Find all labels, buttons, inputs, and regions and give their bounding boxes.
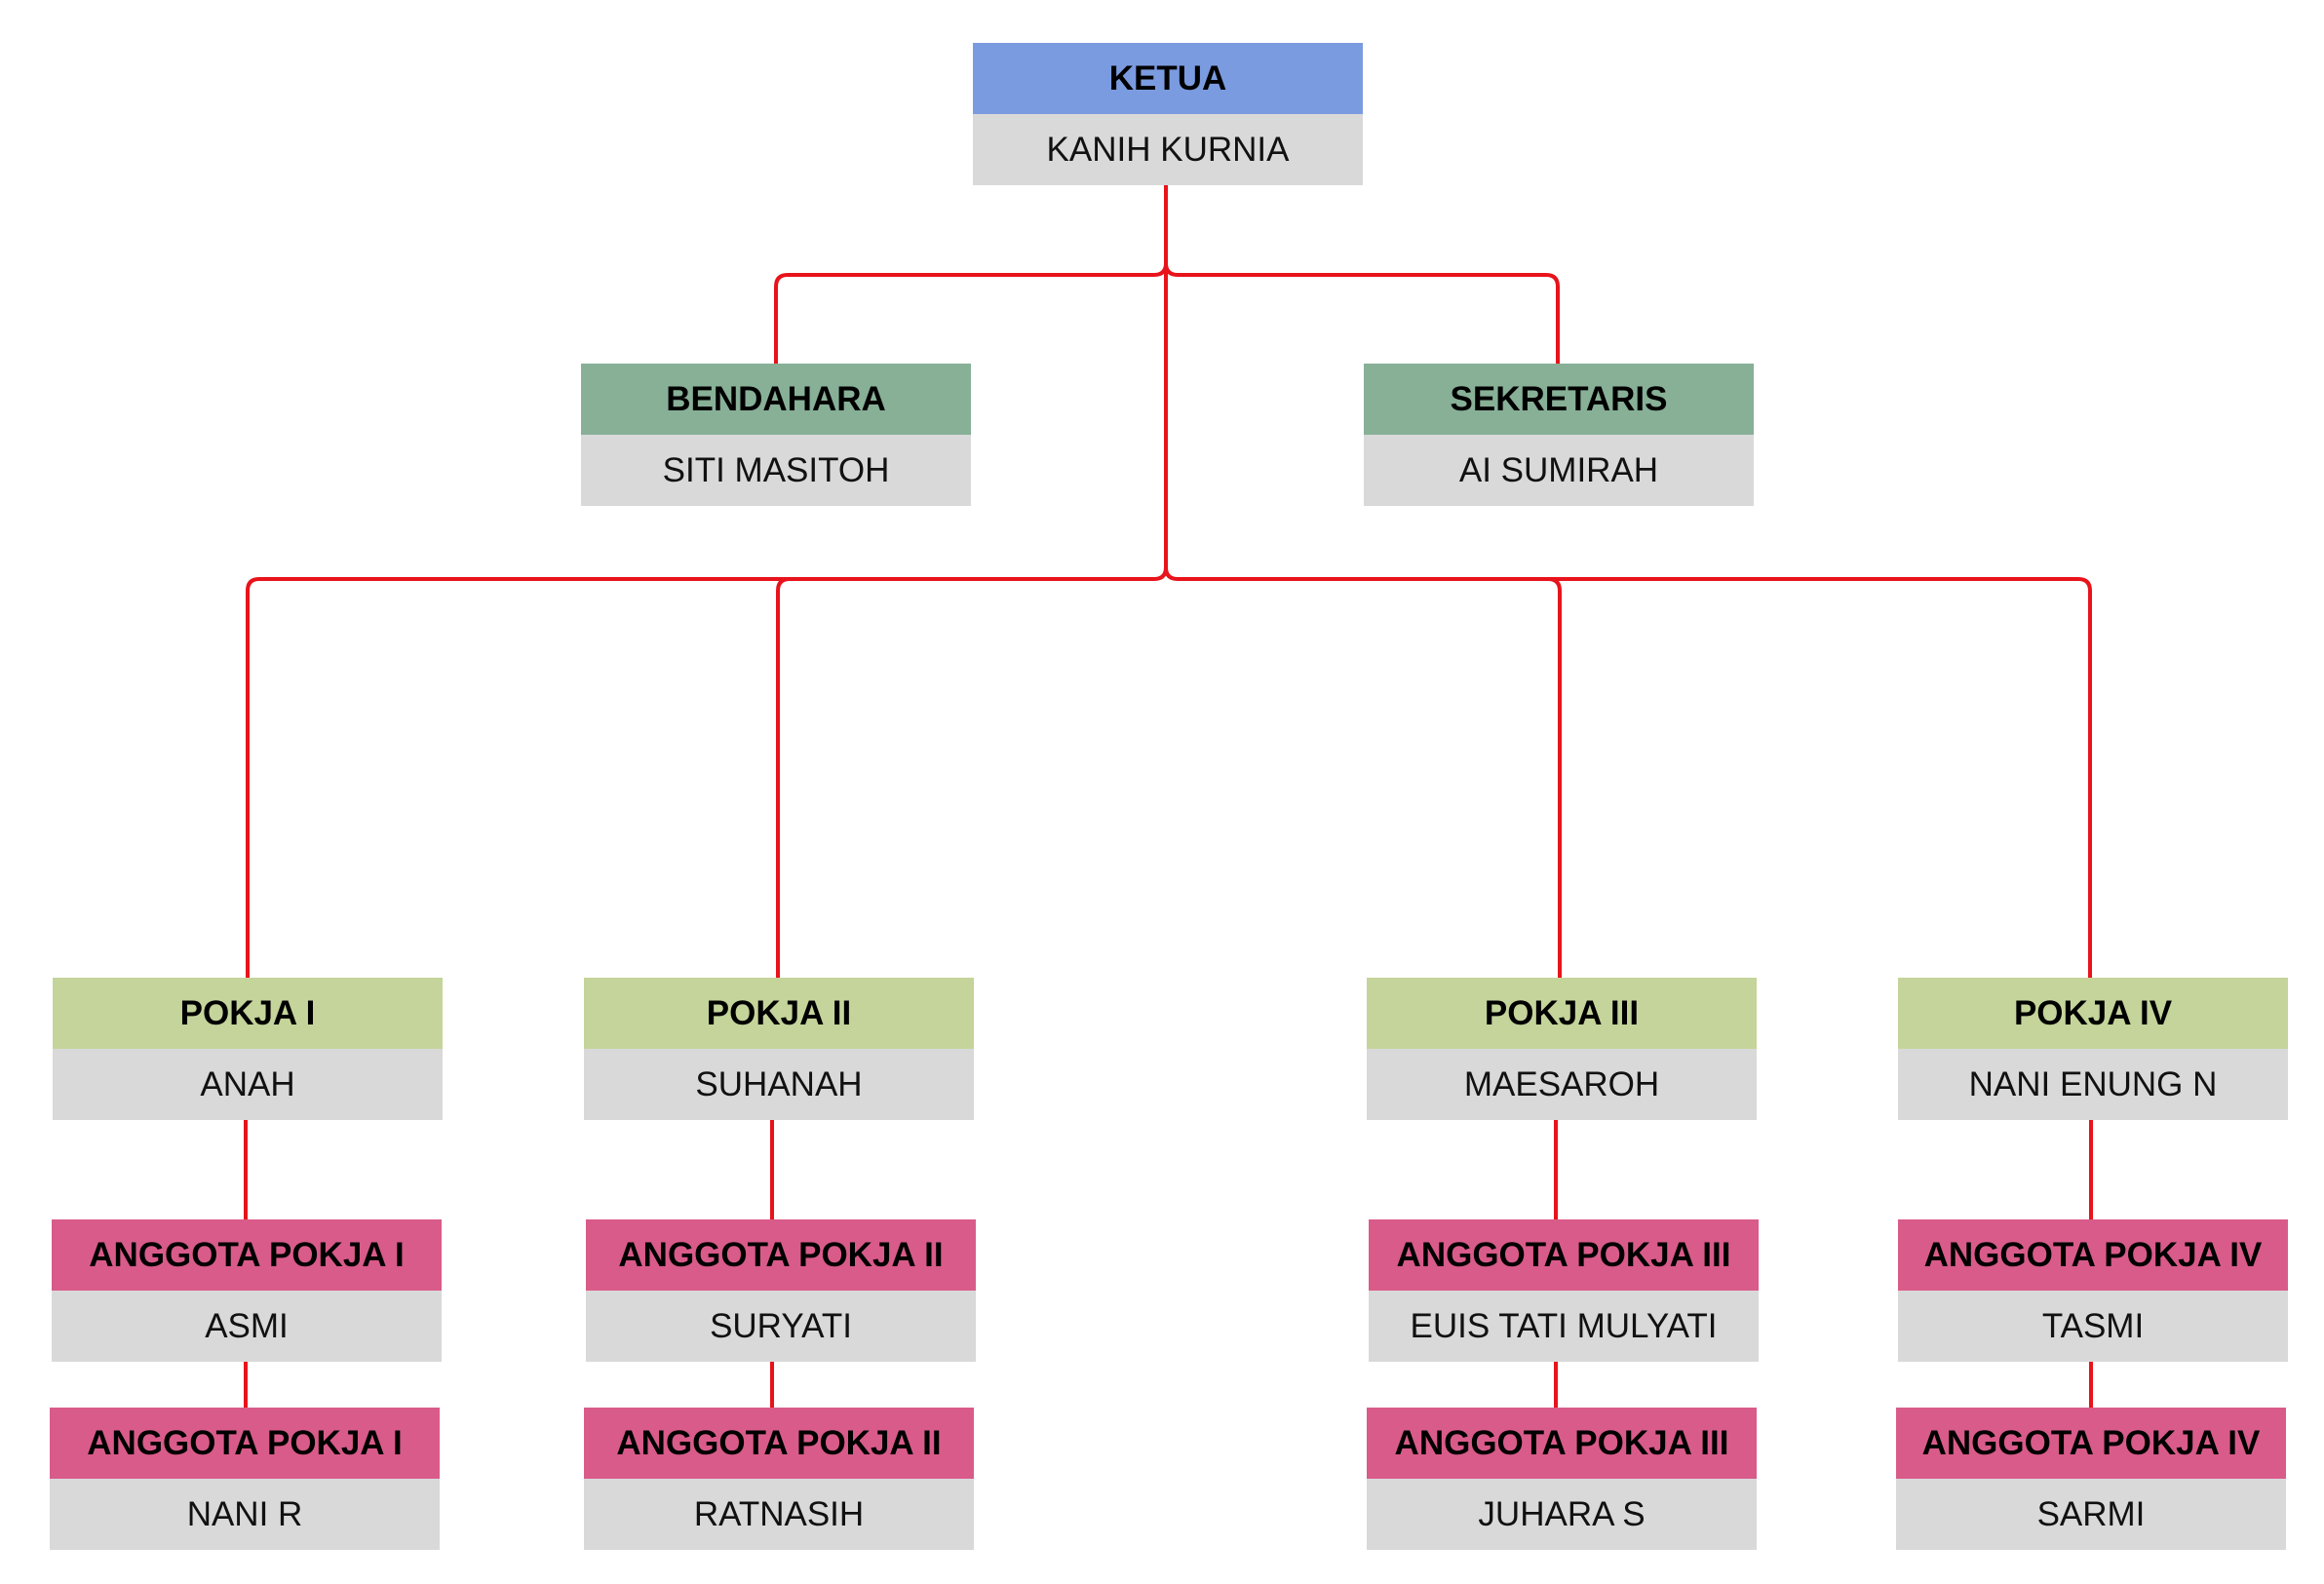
pokja-3-role: POKJA III bbox=[1367, 978, 1757, 1049]
sekretaris-role: SEKRETARIS bbox=[1364, 364, 1754, 435]
pokja-1-name: ANAH bbox=[53, 1049, 443, 1120]
anggota-pokja-1-box: ANGGOTA POKJA I NANI R bbox=[50, 1408, 440, 1550]
anggota-pokja-4-name: SARMI bbox=[1896, 1479, 2286, 1550]
anggota-pokja-4-box: ANGGOTA POKJA IV SARMI bbox=[1896, 1408, 2286, 1550]
pokja-3-name: MAESAROH bbox=[1367, 1049, 1757, 1120]
anggota-pokja-3-box: ANGGOTA POKJA III JUHARA S bbox=[1367, 1408, 1757, 1550]
anggota-pokja-2-name: RATNASIH bbox=[584, 1479, 974, 1550]
anggota-pokja-1-name: ASMI bbox=[52, 1291, 442, 1362]
sekretaris-name: AI SUMIRAH bbox=[1364, 435, 1754, 506]
anggota-pokja-4-role: ANGGOTA POKJA IV bbox=[1898, 1219, 2288, 1291]
bendahara-role: BENDAHARA bbox=[581, 364, 971, 435]
connector-line bbox=[1164, 261, 1560, 366]
anggota-pokja-4-name: TASMI bbox=[1898, 1291, 2288, 1362]
anggota-pokja-3-role: ANGGOTA POKJA III bbox=[1369, 1219, 1759, 1291]
ketua-role: KETUA bbox=[973, 43, 1363, 114]
sekretaris-box: SEKRETARIS AI SUMIRAH bbox=[1364, 364, 1754, 506]
anggota-pokja-4-role: ANGGOTA POKJA IV bbox=[1896, 1408, 2286, 1479]
anggota-pokja-1-box: ANGGOTA POKJA I ASMI bbox=[52, 1219, 442, 1362]
anggota-pokja-2-box: ANGGOTA POKJA II RATNASIH bbox=[584, 1408, 974, 1550]
ketua-box: KETUA KANIH KURNIA bbox=[973, 43, 1363, 185]
connector-line bbox=[246, 565, 1168, 980]
connector-line bbox=[774, 261, 1168, 366]
ketua-name: KANIH KURNIA bbox=[973, 114, 1363, 185]
anggota-pokja-4-box: ANGGOTA POKJA IV TASMI bbox=[1898, 1219, 2288, 1362]
pokja-4-name: NANI ENUNG N bbox=[1898, 1049, 2288, 1120]
bendahara-box: BENDAHARA SITI MASITOH bbox=[581, 364, 971, 506]
anggota-pokja-2-box: ANGGOTA POKJA II SURYATI bbox=[586, 1219, 976, 1362]
pokja-2-name: SUHANAH bbox=[584, 1049, 974, 1120]
pokja-2-box: POKJA II SUHANAH bbox=[584, 978, 974, 1120]
anggota-pokja-3-box: ANGGOTA POKJA III EUIS TATI MULYATI bbox=[1369, 1219, 1759, 1362]
pokja-1-role: POKJA I bbox=[53, 978, 443, 1049]
anggota-pokja-2-role: ANGGOTA POKJA II bbox=[586, 1219, 976, 1291]
anggota-pokja-3-role: ANGGOTA POKJA III bbox=[1367, 1408, 1757, 1479]
connector-line bbox=[1164, 565, 2092, 980]
pokja-1-box: POKJA I ANAH bbox=[53, 978, 443, 1120]
pokja-4-role: POKJA IV bbox=[1898, 978, 2288, 1049]
anggota-pokja-2-name: SURYATI bbox=[586, 1291, 976, 1362]
anggota-pokja-1-role: ANGGOTA POKJA I bbox=[52, 1219, 442, 1291]
connector-line bbox=[776, 577, 792, 980]
connector-line bbox=[1546, 577, 1562, 980]
anggota-pokja-3-name: JUHARA S bbox=[1367, 1479, 1757, 1550]
pokja-2-role: POKJA II bbox=[584, 978, 974, 1049]
bendahara-name: SITI MASITOH bbox=[581, 435, 971, 506]
anggota-pokja-2-role: ANGGOTA POKJA II bbox=[584, 1408, 974, 1479]
anggota-pokja-1-name: NANI R bbox=[50, 1479, 440, 1550]
anggota-pokja-1-role: ANGGOTA POKJA I bbox=[50, 1408, 440, 1479]
anggota-pokja-3-name: EUIS TATI MULYATI bbox=[1369, 1291, 1759, 1362]
pokja-3-box: POKJA III MAESAROH bbox=[1367, 978, 1757, 1120]
pokja-4-box: POKJA IV NANI ENUNG N bbox=[1898, 978, 2288, 1120]
